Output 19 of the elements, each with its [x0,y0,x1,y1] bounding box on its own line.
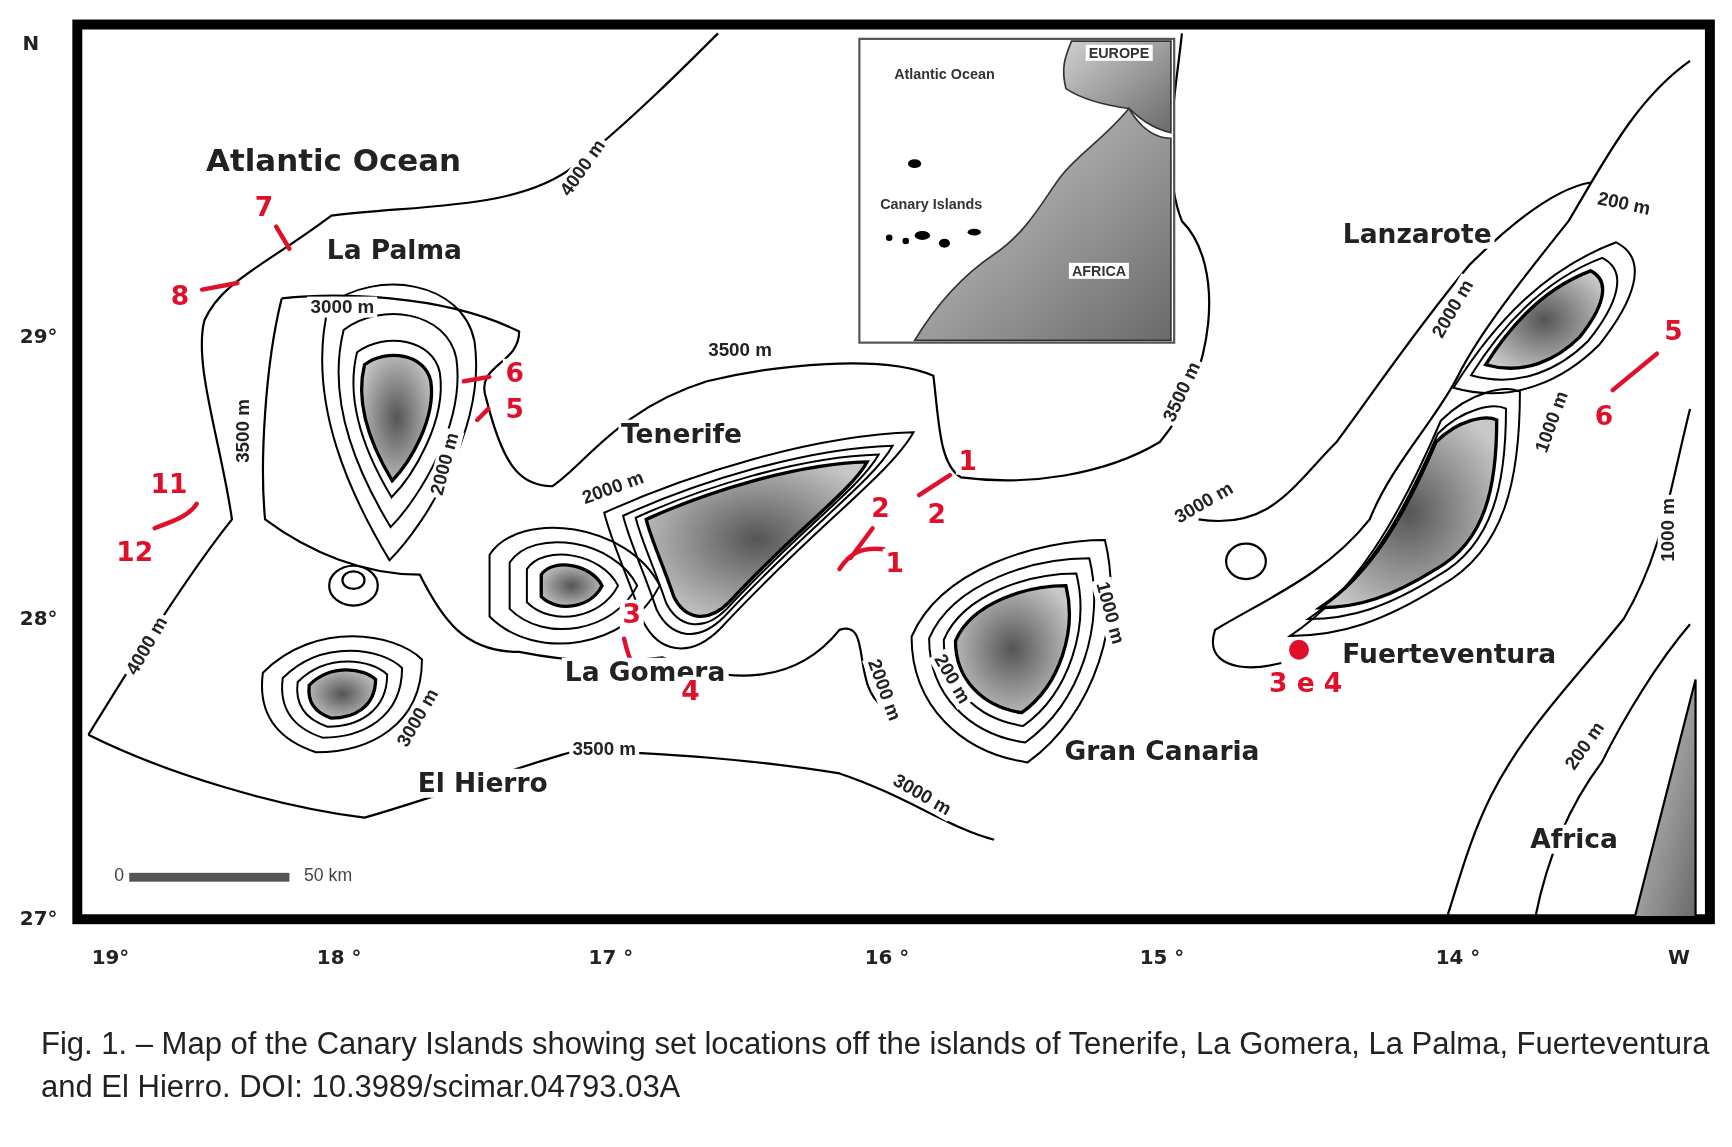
coordinate-label: W [1668,947,1690,968]
coordinate-label: 16 ° [864,947,910,968]
coordinate-label: N [22,34,40,55]
figure-caption: Fig. 1. – Map of the Canary Islands showing set locations off the islands of Tenerife, La Gomera, La Palma, Fuerteventura and El Hierro. DOI: 10.3989/scimar.04793.03A [41,1025,1711,1107]
coordinate-label: 19° [91,947,130,968]
depth-label: 3000 m [307,296,378,318]
coordinate-label: 18 ° [316,947,362,968]
coordinate-label: 14 ° [1435,947,1481,968]
coordinate-label: 15 ° [1139,947,1185,968]
inset-label: EUROPE [1085,44,1153,62]
coordinate-label: 28° [19,608,58,629]
coordinate-label: 17 ° [588,947,634,968]
ocean-label: Atlantic Ocean [206,144,462,176]
scale-label: 50 km [304,867,353,885]
coordinate-label: 27° [19,909,58,929]
site-number: 3 [619,599,645,629]
scale-label: 0 [114,867,125,885]
inset-label: AFRICA [1068,262,1130,279]
coordinate-label: 29° [19,326,58,347]
